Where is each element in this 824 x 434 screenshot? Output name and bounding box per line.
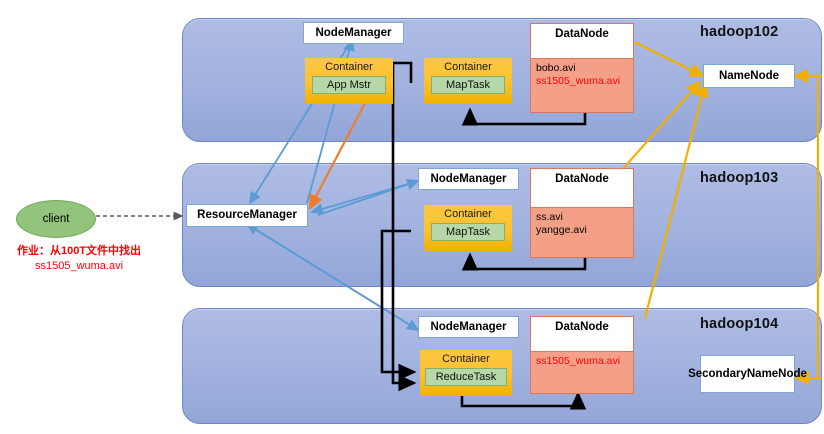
container-title: Container (444, 208, 492, 220)
nodemanager-hadoop103[interactable]: NodeManager (418, 168, 519, 190)
client-job-caption: 作业：从100T文件中找出 ss1505_wuma.avi (4, 244, 154, 274)
file-entry: ss.avi (536, 211, 563, 223)
host-label-hadoop104: hadoop104 (700, 316, 779, 332)
container-appmstr-hadoop102[interactable]: Container App Mstr (305, 58, 393, 104)
datanode-file-list: ss1505_wuma.avi (531, 351, 633, 393)
nodemanager-hadoop102[interactable]: NodeManager (303, 22, 404, 44)
client-label: client (42, 213, 70, 225)
container-maptask-hadoop103[interactable]: Container MapTask (424, 205, 512, 251)
nodemanager-hadoop104[interactable]: NodeManager (418, 316, 519, 338)
container-title: Container (325, 61, 373, 73)
file-entry-hot: ss1505_wuma.avi (536, 74, 621, 87)
nodemanager-label: NodeManager (315, 26, 392, 39)
file-entry: bobo.avi (536, 62, 576, 74)
container-title: Container (442, 353, 490, 365)
datanode-title: DataNode (531, 169, 633, 207)
resourcemanager-box[interactable]: ResourceManager (186, 204, 308, 227)
datanode-file-list: bobo.avi ss1505_wuma.avi (531, 58, 633, 112)
secondarynamenode-label: SecondaryNameNode (688, 367, 807, 380)
host-label-hadoop103: hadoop103 (700, 170, 779, 186)
namenode-label: NameNode (718, 69, 780, 82)
datanode-title: DataNode (531, 24, 633, 58)
container-maptask-hadoop102[interactable]: Container MapTask (424, 58, 512, 104)
file-entry: yangge.avi (536, 223, 587, 236)
task-map[interactable]: MapTask (431, 76, 505, 95)
client-job-line1: 作业：从100T文件中找出 (16, 245, 142, 257)
client-job-line2: ss1505_wuma.avi (34, 259, 124, 272)
datanode-hadoop103[interactable]: DataNode ss.avi yangge.avi (530, 168, 634, 258)
task-reduce[interactable]: ReduceTask (424, 368, 508, 387)
datanode-hadoop102[interactable]: DataNode bobo.avi ss1505_wuma.avi (530, 23, 634, 113)
namenode-box[interactable]: NameNode (703, 64, 795, 88)
container-title: Container (444, 61, 492, 73)
resourcemanager-label: ResourceManager (197, 209, 297, 222)
client-node[interactable]: client (16, 200, 96, 238)
task-app-mstr[interactable]: App Mstr (312, 76, 386, 95)
secondarynamenode-box[interactable]: SecondaryNameNode (688, 355, 807, 393)
nodemanager-label: NodeManager (430, 320, 507, 333)
datanode-file-list: ss.avi yangge.avi (531, 207, 633, 257)
nodemanager-label: NodeManager (430, 172, 507, 185)
datanode-hadoop104[interactable]: DataNode ss1505_wuma.avi (530, 316, 634, 394)
file-entry-hot: ss1505_wuma.avi (536, 355, 621, 367)
container-reducetask-hadoop104[interactable]: Container ReduceTask (420, 350, 512, 396)
host-label-hadoop102: hadoop102 (700, 24, 779, 40)
datanode-title: DataNode (531, 317, 633, 351)
task-map[interactable]: MapTask (431, 223, 505, 242)
